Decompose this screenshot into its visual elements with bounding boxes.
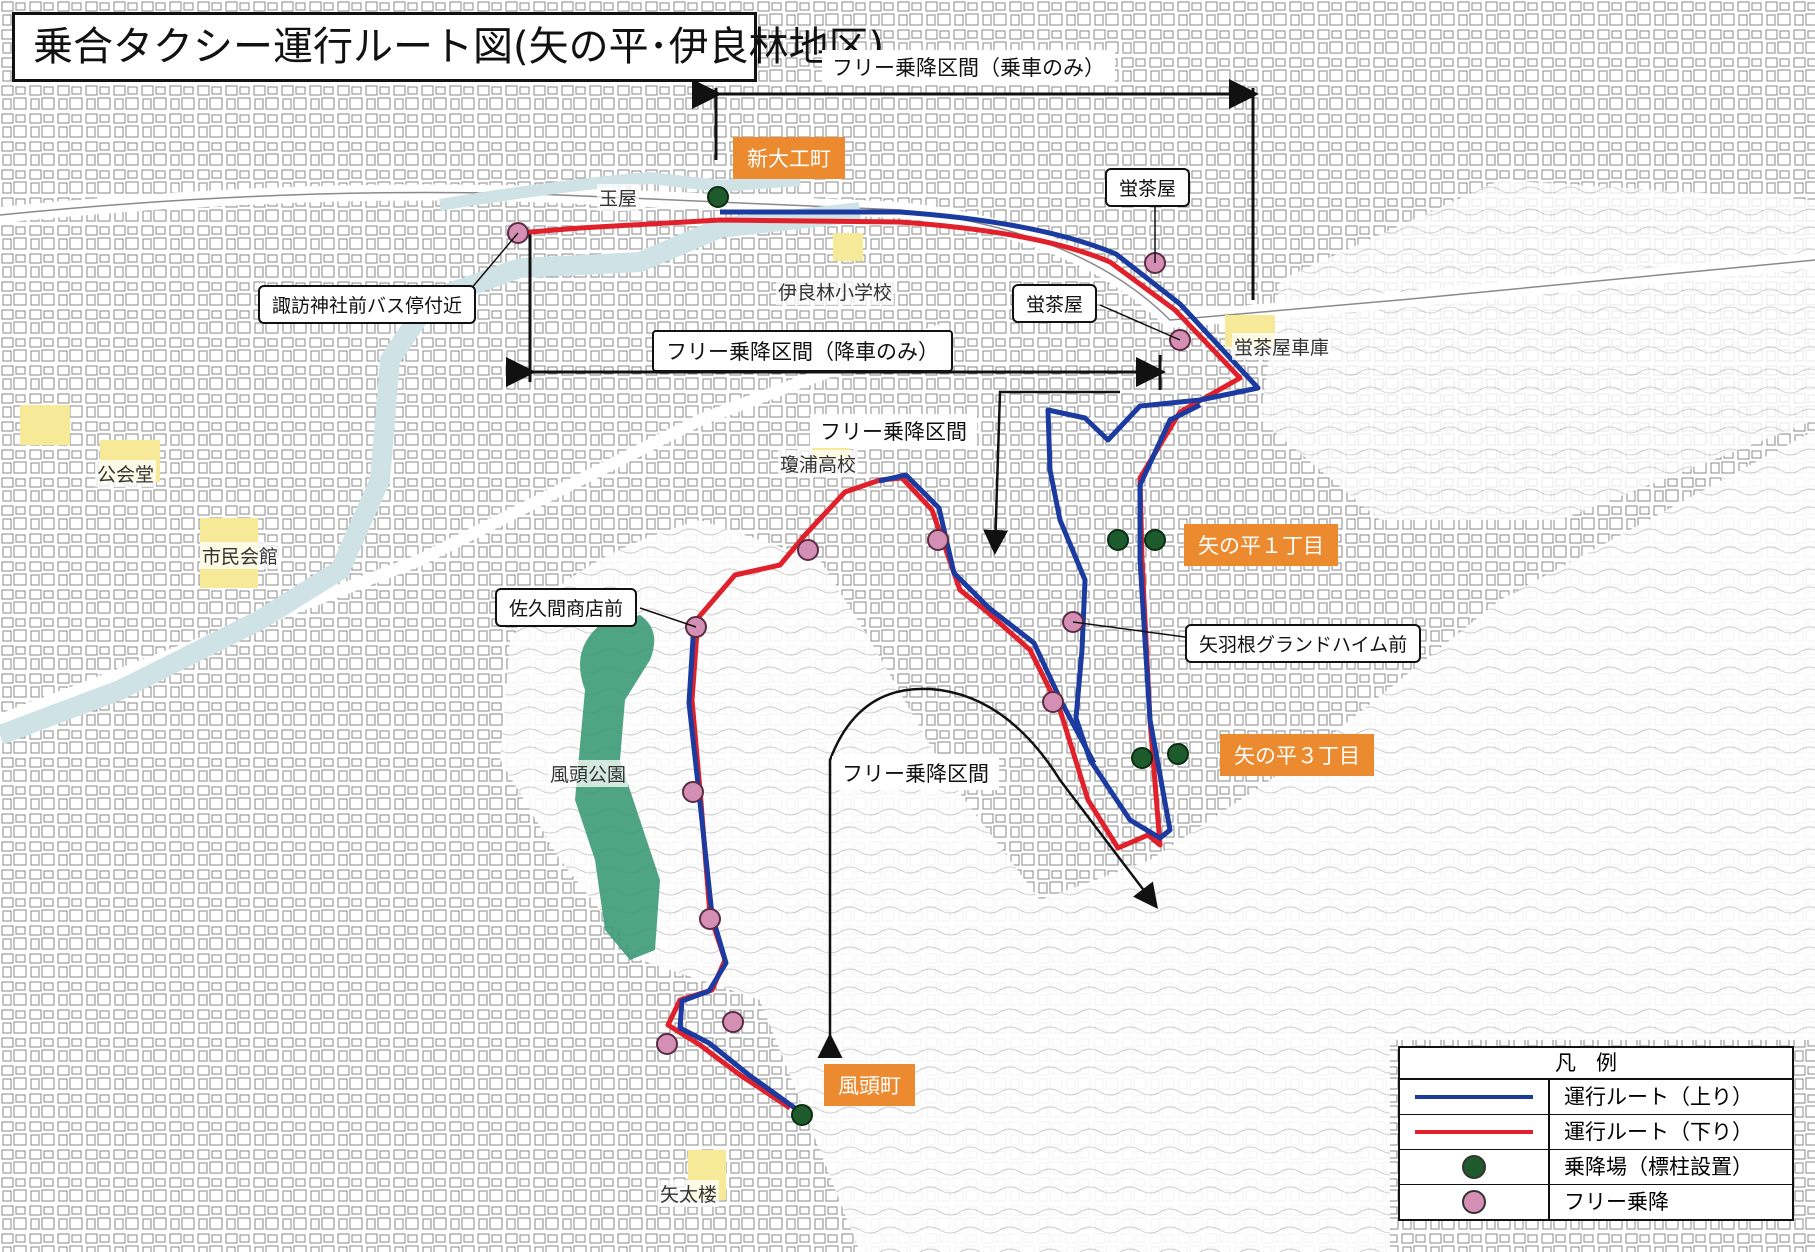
free-zone-boarding-only-label: フリー乗降区間（乗車のみ）	[822, 50, 1115, 84]
place-tamaya: 玉屋	[597, 184, 640, 211]
free-zone-label-2: フリー乗降区間	[832, 756, 999, 790]
free-zone-arrow-2	[817, 687, 1159, 1058]
stop-label-yanohira-1: 矢の平１丁目	[1184, 524, 1338, 566]
route-up-line-symbol	[1415, 1095, 1533, 1099]
free-stop[interactable]	[722, 1011, 744, 1033]
free-stop-dot-symbol	[1462, 1190, 1486, 1214]
free-stop[interactable]	[797, 539, 819, 561]
free-zone-alighting-only-arrow	[506, 230, 1166, 390]
place-kokaido: 公会堂	[95, 460, 157, 487]
place-iraba-school: 伊良林小学校	[776, 278, 895, 305]
callout-sakuma: 佐久間商店前	[495, 588, 638, 627]
callout-yabane: 矢羽根グランドハイム前	[1185, 624, 1422, 663]
fixed-stop-yanohira-3-a[interactable]	[1131, 747, 1153, 769]
free-stop[interactable]	[656, 1033, 678, 1055]
place-kosei-high: 瓊浦高校	[778, 450, 859, 477]
hill-contour-area-east	[1260, 180, 1815, 520]
free-zone-label-1: フリー乗降区間	[810, 414, 977, 448]
fixed-stop-dot-symbol	[1462, 1155, 1486, 1179]
callout-leaders	[469, 200, 1186, 638]
school-building	[833, 233, 863, 261]
route-down-line-symbol	[1415, 1130, 1533, 1134]
fixed-stop-yanohira-3-b[interactable]	[1167, 743, 1189, 765]
map-title: 乗合タクシー運行ルート図(矢の平･伊良林地区)	[12, 12, 884, 82]
free-zone-alighting-only-label: フリー乗降区間（降車のみ）	[652, 330, 953, 372]
kazagashira-park-area	[575, 615, 660, 960]
callout-hotaru-1: 蛍茶屋	[1105, 168, 1191, 207]
free-zone-arrow-1	[983, 390, 1120, 555]
fixed-stop-yanohira-1-b[interactable]	[1144, 529, 1166, 551]
legend-label: 乗降場（標柱設置）	[1564, 1155, 1753, 1179]
legend-title: 凡例	[1400, 1048, 1792, 1080]
stop-label-shin-daiku: 新大工町	[733, 137, 845, 179]
free-stop[interactable]	[682, 781, 704, 803]
free-zone-boarding-only-arrow	[692, 79, 1259, 300]
free-stop[interactable]	[1042, 691, 1064, 713]
fixed-stop-kazagashira[interactable]	[791, 1104, 813, 1126]
fixed-stop-shin-daiku[interactable]	[707, 186, 729, 208]
legend-row-free-stop: フリー乗降	[1400, 1185, 1792, 1219]
legend-label: フリー乗降	[1564, 1190, 1669, 1214]
legend-row-route-up: 運行ルート（上り）	[1400, 1080, 1792, 1115]
river	[0, 202, 862, 745]
callout-suwa: 諏訪神社前バス停付近	[258, 285, 477, 324]
public-building	[20, 405, 70, 445]
stop-label-kazagashira: 風頭町	[824, 1064, 915, 1106]
legend-row-fixed-stop: 乗降場（標柱設置）	[1400, 1150, 1792, 1185]
place-shimin-kaikan: 市民会館	[200, 542, 281, 569]
place-kazagashira-park: 風頭公園	[548, 760, 629, 787]
legend: 凡例 運行ルート（上り） 運行ルート（下り） 乗降場（標柱設置） フリー乗降	[1398, 1046, 1794, 1221]
legend-label: 運行ルート（上り）	[1564, 1085, 1753, 1109]
legend-label: 運行ルート（下り）	[1564, 1120, 1753, 1144]
stop-label-yanohira-3: 矢の平３丁目	[1220, 734, 1374, 776]
free-stop[interactable]	[927, 529, 949, 551]
legend-row-route-down: 運行ルート（下り）	[1400, 1115, 1792, 1150]
river-upper	[439, 171, 801, 211]
place-hotaru-depot: 蛍茶屋車庫	[1232, 333, 1332, 360]
place-yataro: 矢太楼	[658, 1180, 720, 1207]
fixed-stop-yanohira-1-a[interactable]	[1107, 529, 1129, 551]
route-up-line	[720, 209, 1261, 841]
callout-hotaru-2: 蛍茶屋	[1012, 284, 1098, 323]
free-stop[interactable]	[699, 908, 721, 930]
